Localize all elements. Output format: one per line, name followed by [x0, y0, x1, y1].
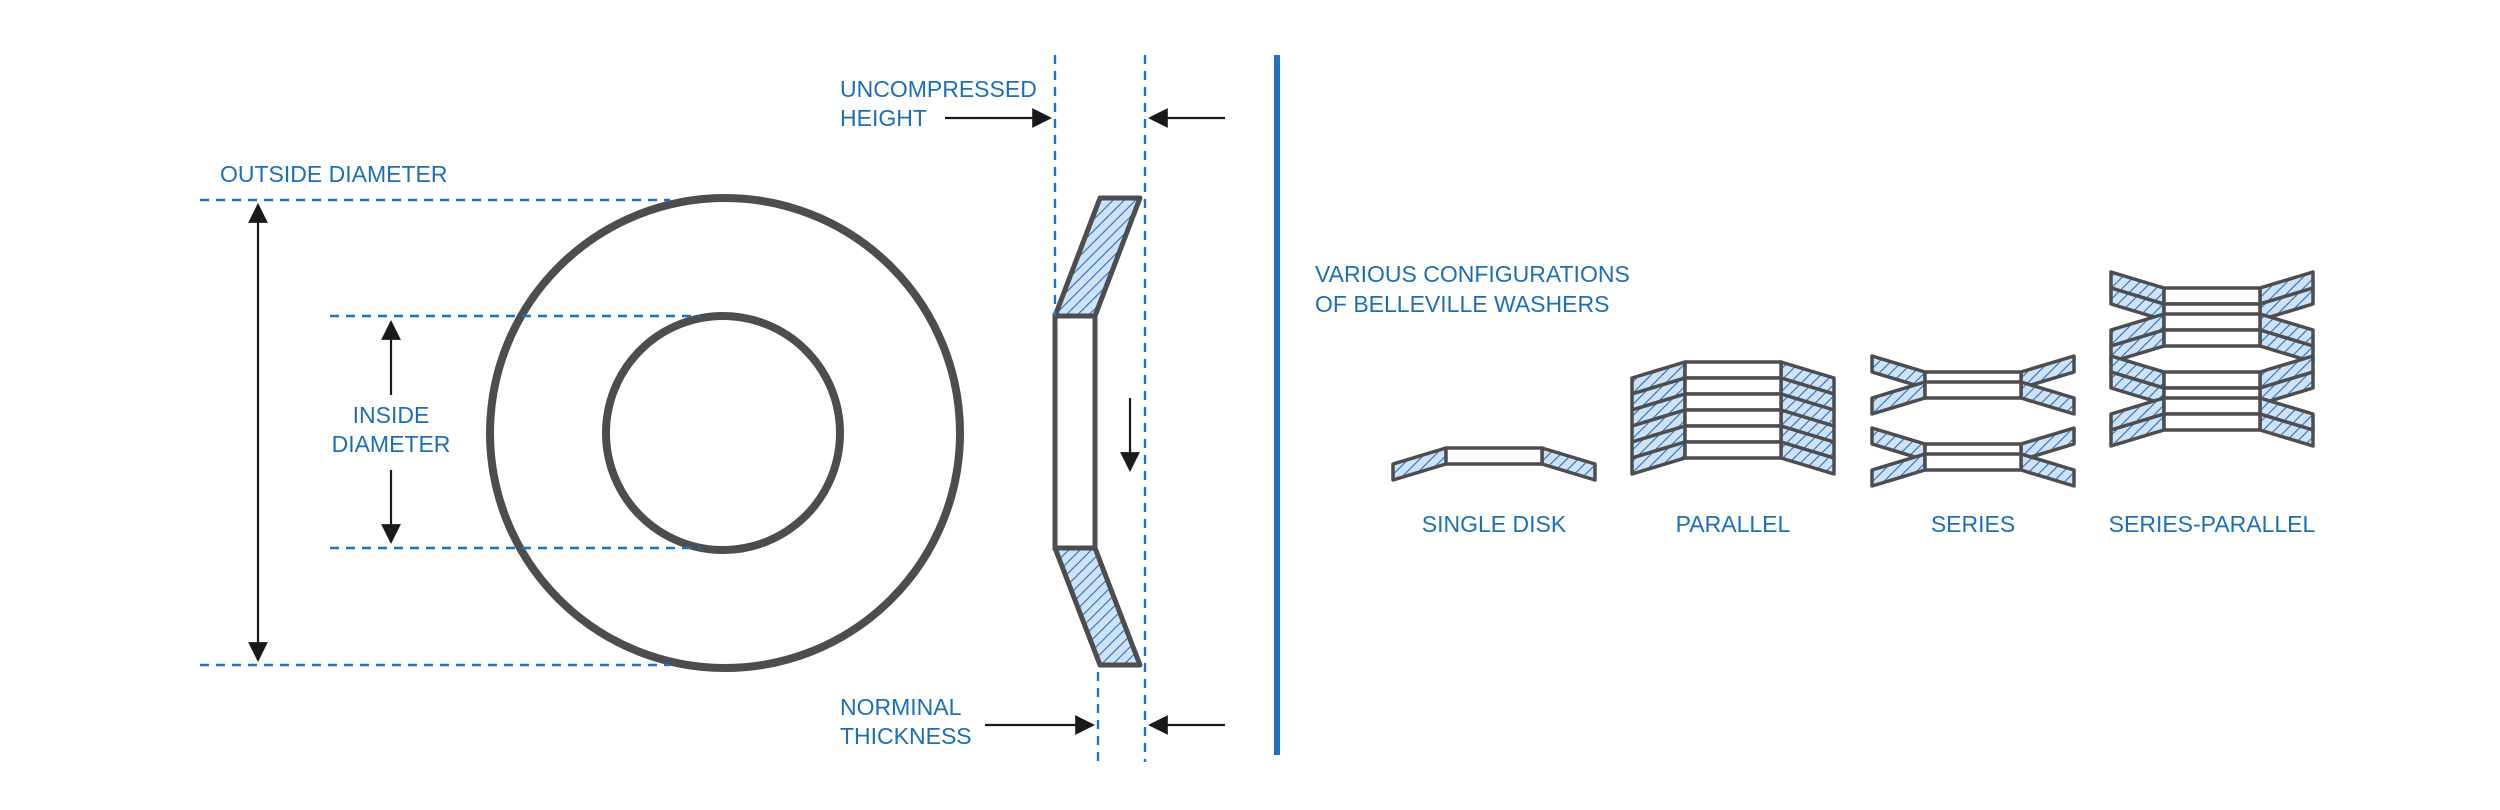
uncompressed-height-label-line2: HEIGHT — [840, 105, 927, 131]
washer-wing-left — [1391, 446, 1448, 482]
config-label-series: SERIES — [1931, 511, 2015, 537]
washer-center — [1444, 446, 1544, 466]
cross-section-top-hatched — [1052, 195, 1143, 319]
nominal-thickness-label-line2: THICKNESS — [840, 723, 972, 749]
config-label-single-disk: SINGLE DISK — [1422, 511, 1567, 537]
washer-cross-section — [1052, 195, 1143, 668]
washer-center — [2162, 328, 2262, 348]
washer-center — [2162, 312, 2262, 332]
washer-wing-right — [1540, 446, 1597, 482]
washer-center — [1683, 440, 1783, 460]
cross-section-center — [1052, 313, 1098, 551]
configurations-title-line1: VARIOUS CONFIGURATIONS — [1315, 261, 1630, 287]
washer-center — [1923, 380, 2023, 400]
config-label-series-parallel: SERIES-PARALLEL — [2109, 511, 2316, 537]
washer-top-view — [486, 194, 964, 672]
washer-wing-left — [1870, 452, 1927, 488]
washer-center — [2162, 370, 2262, 390]
washer-center — [1923, 452, 2023, 472]
section-divider — [1274, 55, 1280, 755]
uncompressed-height-label-line1: UNCOMPRESSED — [840, 76, 1037, 102]
washer-wing-right — [2019, 380, 2076, 416]
washer-center — [1683, 392, 1783, 412]
outside-diameter-label: OUTSIDE DIAMETER — [220, 161, 447, 187]
configurations-group — [1391, 270, 2315, 488]
washer-center — [1683, 408, 1783, 428]
washer-inner-edge — [602, 312, 844, 554]
washer-center — [1683, 360, 1783, 380]
washer-center — [2162, 286, 2262, 306]
washer-center — [2162, 412, 2262, 432]
height-thickness-extension-lines — [1053, 55, 1147, 762]
washer-wing-left — [1870, 380, 1927, 416]
washer-center — [1683, 424, 1783, 444]
config-label-parallel: PARALLEL — [1676, 511, 1791, 537]
cross-section-bottom-hatched — [1052, 545, 1143, 668]
washer-outer-edge — [486, 194, 964, 672]
washer-center — [2162, 396, 2262, 416]
inside-diameter-label-line2: DIAMETER — [332, 431, 451, 457]
washer-center — [1683, 376, 1783, 396]
nominal-thickness-label-line1: NORMINAL — [840, 694, 962, 720]
diameter-extension-lines — [200, 198, 700, 667]
washer-wing-right — [2019, 452, 2076, 488]
inside-diameter-label-line1: INSIDE — [353, 402, 430, 428]
configurations-title-line2: OF BELLEVILLE WASHERS — [1315, 291, 1609, 317]
